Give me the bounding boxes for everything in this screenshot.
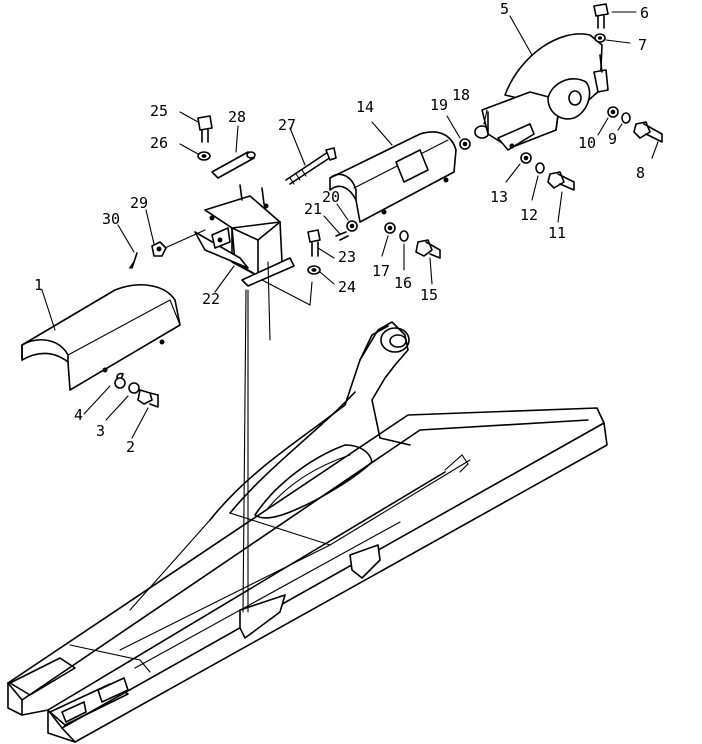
callout-24: 24: [338, 278, 356, 296]
callout-10: 10: [578, 134, 596, 152]
callout-20: 20: [322, 188, 340, 206]
parts-29-30-nut-pin: [129, 241, 167, 269]
callout-21: 21: [304, 200, 322, 218]
callout-1: 1: [34, 276, 43, 294]
callout-25: 25: [150, 102, 168, 120]
callout-6: 6: [640, 4, 649, 22]
parts-23-24-bolt-washer: [307, 229, 321, 275]
callout-29: 29: [130, 194, 148, 212]
assembly-lines: [164, 229, 313, 613]
part-27-long-bolt: [285, 147, 337, 185]
callout-13: 13: [490, 188, 508, 206]
callout-5: 5: [500, 0, 509, 18]
part-1-rear-cover: [21, 284, 181, 391]
callout-18: 18: [452, 86, 470, 104]
parts-2-3-4-fasteners: [114, 372, 159, 408]
callout-26: 26: [150, 134, 168, 152]
callout-30: 30: [102, 210, 120, 228]
callout-2: 2: [126, 438, 135, 456]
parts-25-26-bolt-washer: [197, 115, 213, 161]
callout-28: 28: [228, 108, 246, 126]
parts-11-12-13: [520, 152, 575, 191]
callout-14: 14: [356, 98, 374, 116]
callout-19: 19: [430, 96, 448, 114]
callout-9: 9: [608, 130, 617, 148]
parts-15-16-17: [384, 222, 441, 259]
parts-6-7: [593, 3, 609, 43]
callout-labels: 1 2 3 4 5 6 7 8 9 10 11 12 13 14 15 16 1…: [34, 0, 649, 456]
callout-27: 27: [278, 116, 296, 134]
part-14-middle-cover: [329, 131, 457, 223]
parts-18-19: [459, 125, 490, 150]
parts-20-21: [335, 220, 358, 241]
callout-3: 3: [96, 422, 105, 440]
parts-8-9-10: [607, 106, 663, 143]
callout-17: 17: [372, 262, 390, 280]
callout-11: 11: [548, 224, 566, 242]
part-22-bracket: [194, 184, 295, 287]
callout-15: 15: [420, 286, 438, 304]
callout-8: 8: [636, 164, 645, 182]
part-28-pin: [211, 151, 256, 179]
track-frame: [7, 321, 608, 743]
callout-7: 7: [638, 36, 647, 54]
leader-lines: [41, 11, 659, 439]
callout-12: 12: [520, 206, 538, 224]
callout-4: 4: [74, 406, 83, 424]
callout-16: 16: [394, 274, 412, 292]
part-5-front-cover: [481, 33, 609, 151]
callout-22: 22: [202, 290, 220, 308]
callout-23: 23: [338, 248, 356, 266]
